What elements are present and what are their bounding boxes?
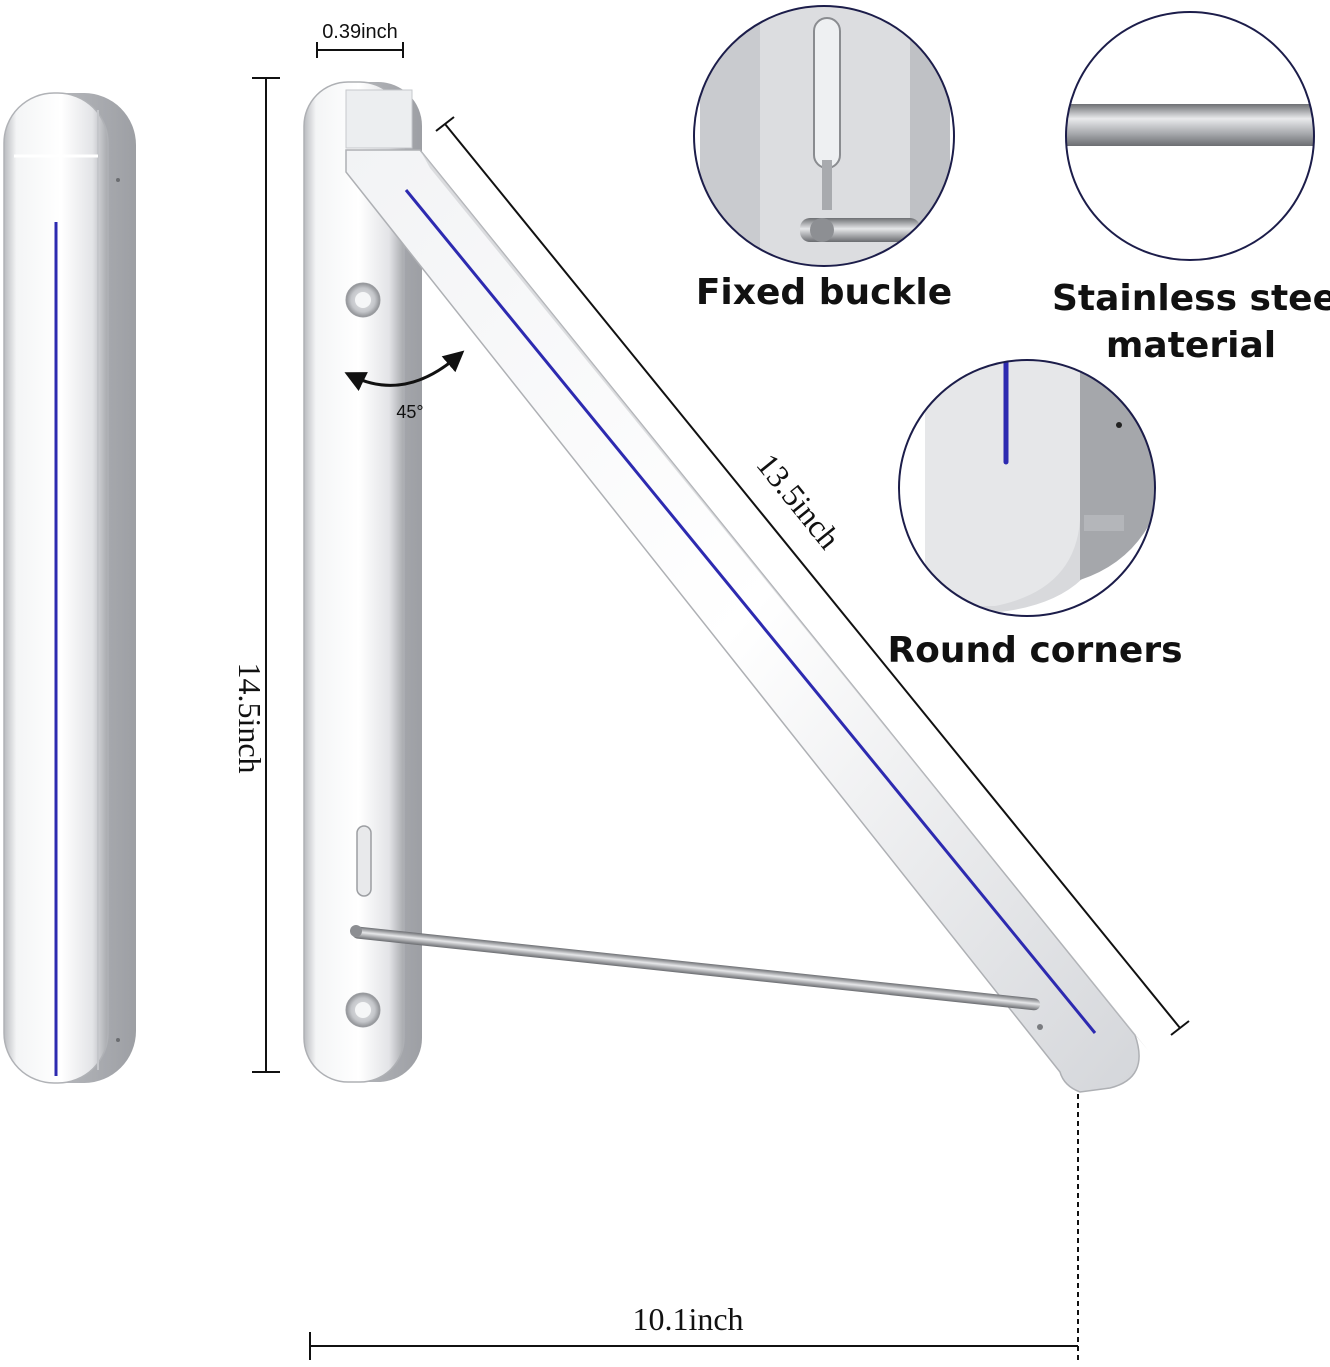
- depth-dimension-line: [309, 1332, 1078, 1360]
- height-label: 14.5inch: [232, 662, 268, 773]
- fixed-buckle-caption: Fixed buckle: [695, 272, 953, 313]
- hanging-rod: [351, 926, 1041, 1011]
- stainless-steel-caption: Stainless steel material: [1052, 276, 1330, 370]
- angle-label: 45°: [396, 402, 423, 422]
- height-dimension-line: [252, 77, 280, 1073]
- fixed-buckle-detail: [693, 5, 955, 267]
- stainless-steel-detail: [1065, 11, 1315, 261]
- mounted-rack-illustration: [303, 81, 1148, 1093]
- stainless-steel-caption-line1: Stainless steel: [1052, 278, 1330, 319]
- arm-length-dimension-line: [435, 116, 1190, 1036]
- angle-arrow: [344, 350, 465, 391]
- folded-rack-illustration: [3, 92, 136, 1084]
- stainless-steel-caption-line2: material: [1105, 324, 1277, 366]
- round-corners-caption: Round corners: [887, 630, 1183, 671]
- depth-label: 10.1inch: [632, 1301, 743, 1337]
- thickness-label: 0.39inch: [322, 21, 398, 43]
- round-corners-detail: [898, 359, 1156, 617]
- thickness-dimension-line: [316, 42, 404, 58]
- arm-length-label: 13.5inch: [750, 447, 848, 556]
- accent-groove: [404, 189, 1097, 1034]
